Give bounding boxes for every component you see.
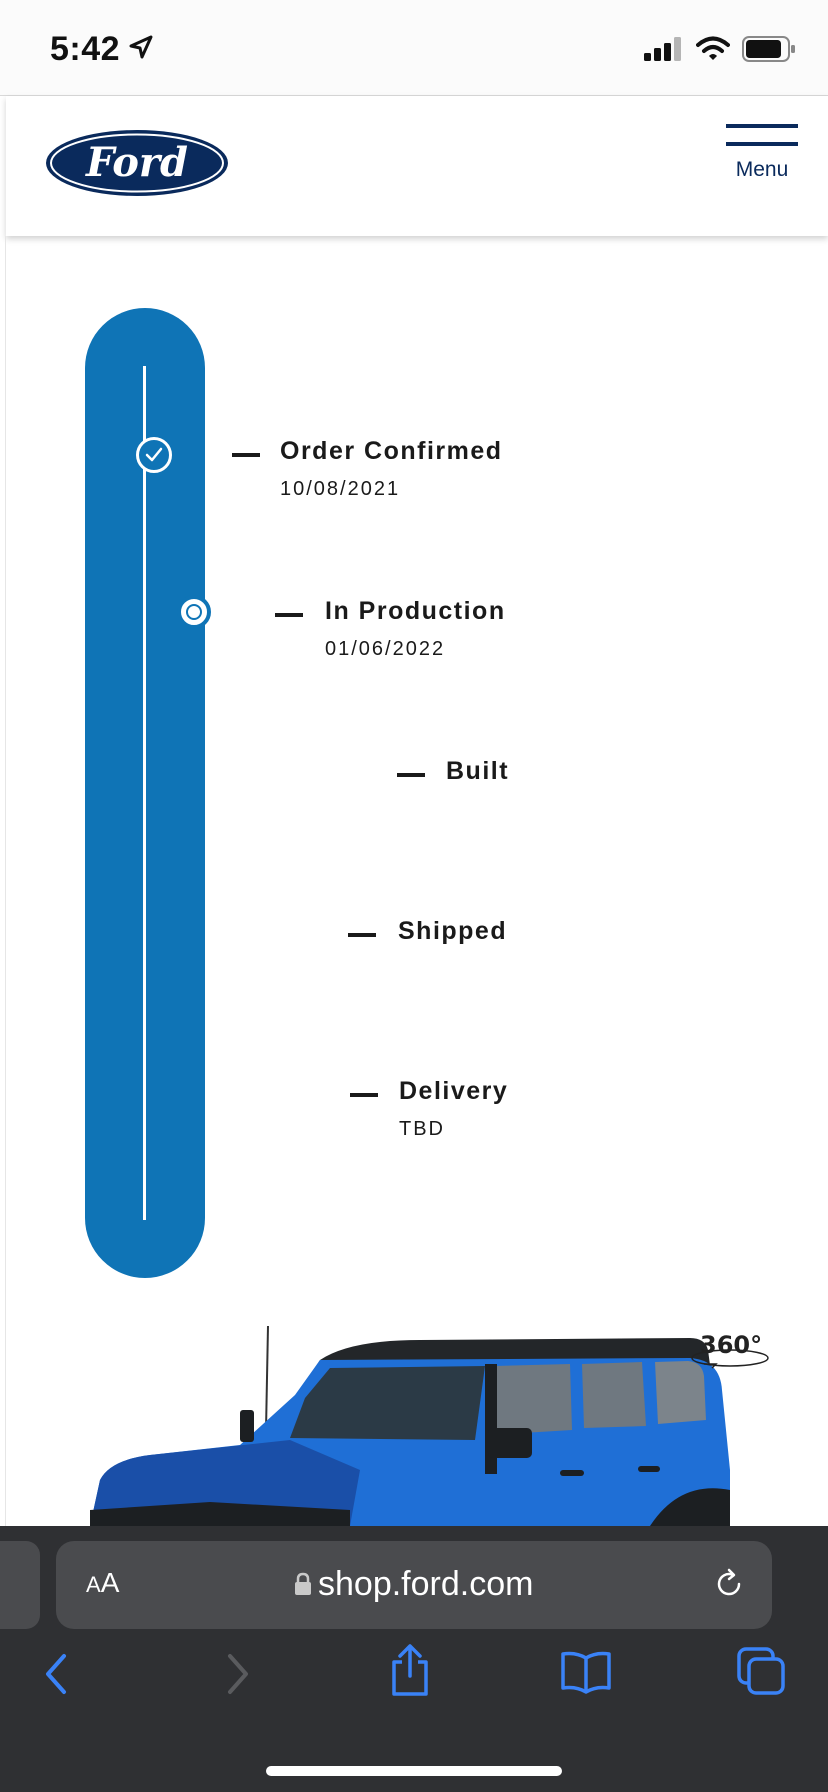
page-edge [5, 236, 6, 1526]
text-size-button[interactable]: AA [86, 1567, 119, 1599]
vehicle-image[interactable] [90, 1320, 810, 1526]
step-dash [275, 613, 303, 617]
lock-icon [295, 1572, 311, 1595]
view-360-label: 360° [700, 1331, 762, 1359]
forward-icon[interactable] [222, 1650, 252, 1698]
step-dash [232, 453, 260, 457]
cellular-signal-icon [644, 37, 681, 61]
step-label-shipped: Shipped [398, 917, 508, 945]
step-label-in-production: In Production [325, 597, 506, 625]
hamburger-icon-bar [726, 142, 798, 146]
progress-line [143, 366, 146, 1220]
step-dash [350, 1093, 378, 1097]
step-label-built: Built [446, 757, 510, 785]
step-complete-marker [136, 437, 172, 473]
status-time: 5:42 [50, 30, 121, 68]
menu-label: Menu [735, 158, 789, 181]
step-label-order-confirmed: Order Confirmed [280, 437, 503, 465]
text-size-small: A [86, 1572, 101, 1597]
text-size-large: A [100, 1567, 120, 1598]
battery-icon [742, 36, 795, 62]
step-dash [397, 773, 425, 777]
site-header: Ford Menu [6, 96, 828, 236]
back-icon[interactable] [42, 1650, 72, 1698]
step-date-order-confirmed: 10/08/2021 [280, 478, 401, 500]
home-indicator[interactable] [266, 1766, 562, 1776]
previous-tab-peek[interactable] [0, 1541, 40, 1629]
reload-icon[interactable] [712, 1567, 746, 1601]
ford-logo[interactable]: Ford [44, 128, 230, 198]
step-date-delivery: TBD [399, 1118, 445, 1140]
step-dash [348, 933, 376, 937]
address-bar[interactable]: AA shop.ford.com [56, 1541, 772, 1629]
bookmarks-icon[interactable] [560, 1650, 612, 1694]
status-icons [644, 36, 796, 62]
step-label-delivery: Delivery [399, 1077, 509, 1105]
view-360-button[interactable]: 360° [690, 1328, 780, 1372]
share-icon[interactable] [388, 1642, 432, 1698]
step-date-in-production: 01/06/2022 [325, 638, 446, 660]
wifi-icon [696, 36, 730, 60]
status-bar: 5:42 [0, 0, 828, 96]
ford-logo-text: Ford [85, 139, 188, 186]
check-icon [145, 447, 163, 462]
location-arrow-icon [129, 35, 153, 59]
menu-button[interactable]: Menu [724, 124, 800, 214]
step-current-marker [177, 595, 211, 629]
url-text: shop.ford.com [318, 1565, 534, 1603]
hamburger-icon-bar [726, 124, 798, 128]
browser-nav-row [0, 1644, 828, 1710]
tabs-icon[interactable] [736, 1646, 786, 1696]
